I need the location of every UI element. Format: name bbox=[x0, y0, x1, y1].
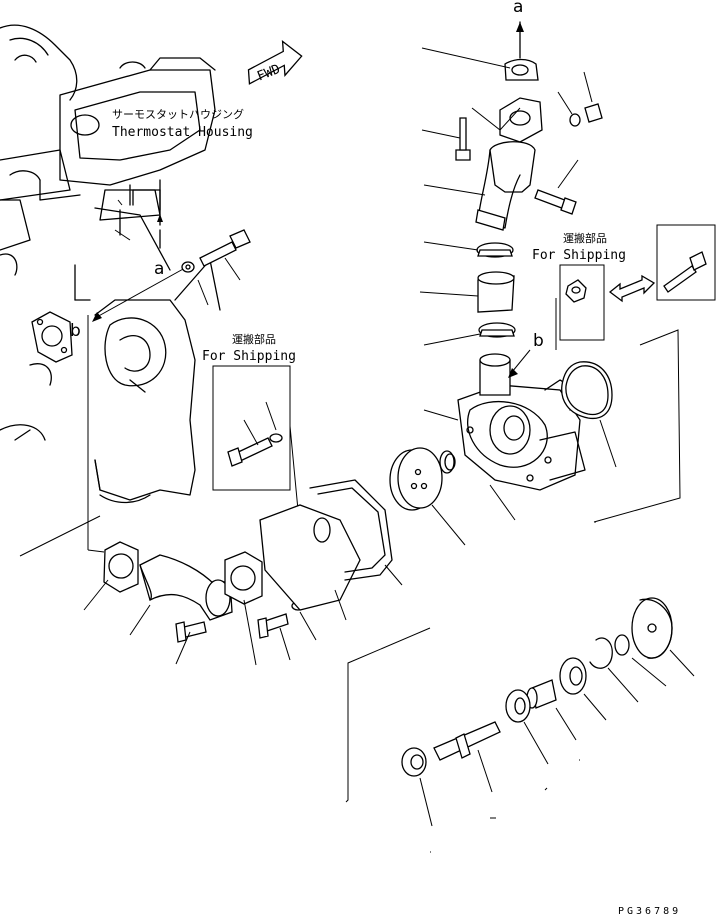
thermostat-housing-label-en: Thermostat Housing bbox=[112, 125, 253, 140]
reference-b-right: b bbox=[508, 329, 681, 523]
engine-block bbox=[0, 24, 216, 301]
drawing-code: PG36789 bbox=[618, 906, 681, 917]
ref-a-left-label: a bbox=[154, 259, 164, 279]
ref-b-right-label: b bbox=[533, 331, 544, 351]
fwd-arrow-icon: FWD bbox=[247, 40, 303, 85]
shipping-jp-right: 運搬部品 bbox=[563, 231, 607, 245]
shipping-en-left: For Shipping bbox=[202, 349, 296, 364]
o-ring bbox=[561, 361, 617, 468]
for-shipping-box-left: 運搬部品 For Shipping bbox=[202, 332, 321, 521]
shipping-jp-left: 運搬部品 bbox=[232, 332, 276, 346]
shipping-en-right: For Shipping bbox=[532, 248, 626, 263]
thermostat-assembly: a bbox=[419, 0, 603, 346]
gasket-b-left bbox=[31, 311, 73, 363]
cover-and-gasket bbox=[259, 479, 403, 621]
reference-a-left: a bbox=[92, 189, 186, 322]
impeller bbox=[389, 447, 466, 546]
timing-case bbox=[0, 259, 221, 504]
ref-a-top-label: a bbox=[513, 0, 523, 17]
water-inlet-elbow bbox=[83, 315, 317, 666]
bolt-left-upper bbox=[181, 229, 251, 306]
leader-line bbox=[19, 515, 101, 557]
pump-shaft-assembly bbox=[345, 597, 695, 853]
for-shipping-box-right: 運搬部品 For Shipping bbox=[532, 224, 716, 350]
thermostat-housing-label-jp: サーモスタットハウジング bbox=[112, 107, 244, 121]
water-pump-housing bbox=[423, 353, 586, 521]
ref-b-left-label: b bbox=[70, 321, 81, 341]
leader-line bbox=[117, 199, 123, 206]
